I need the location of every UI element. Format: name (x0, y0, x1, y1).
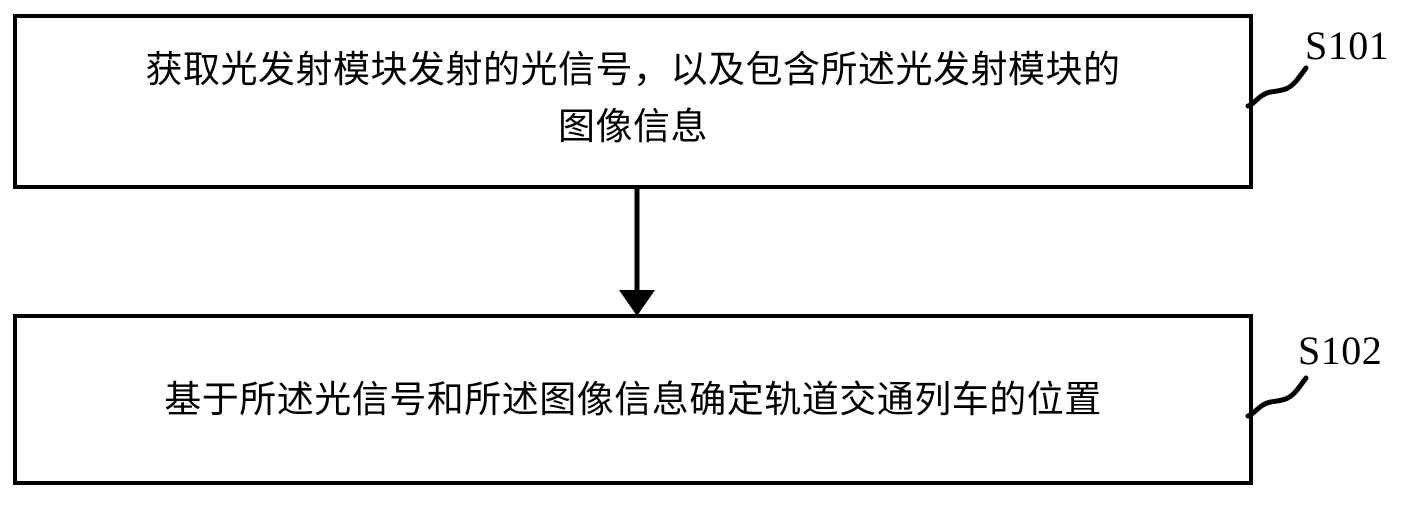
process-box-s102: 基于所述光信号和所述图像信息确定轨道交通列车的位置 (13, 314, 1253, 485)
connector-arrow-s101-to-s102 (605, 186, 669, 318)
leader-line-s101-svg (1245, 65, 1309, 109)
leader-line-s102-svg (1245, 375, 1309, 419)
step-label-s101: S101 (1305, 23, 1390, 68)
connector-arrow-svg (619, 186, 655, 316)
process-box-s102-text: 基于所述光信号和所述图像信息确定轨道交通列车的位置 (164, 378, 1102, 422)
leader-line-s102 (1245, 368, 1311, 420)
leader-line-s101 (1245, 58, 1311, 110)
process-box-s101: 获取光发射模块发射的光信号，以及包含所述光发射模块的 图像信息 (13, 14, 1253, 189)
process-box-s101-text: 获取光发射模块发射的光信号，以及包含所述光发射模块的 图像信息 (145, 48, 1121, 148)
step-label-s102: S102 (1298, 328, 1383, 373)
